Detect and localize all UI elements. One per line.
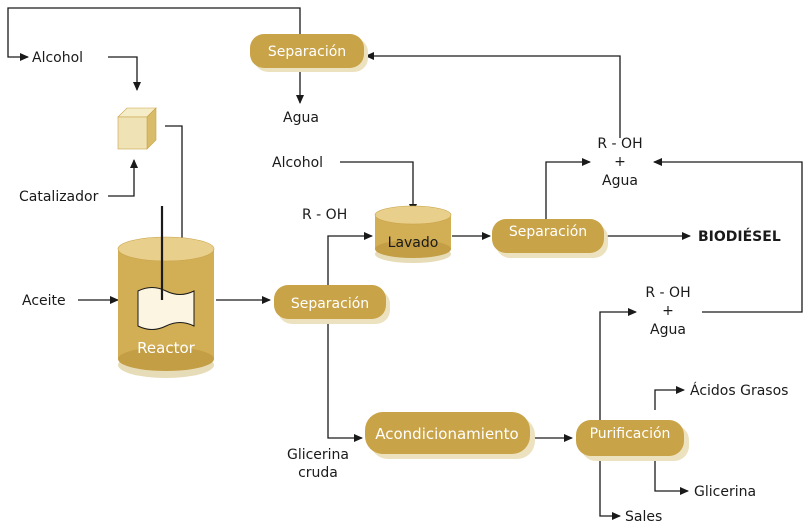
arrow-catalizador-to-mixer: [108, 159, 138, 197]
arrow-to-roh-agua-top: [545, 158, 591, 219]
label-acidos-grasos: Ácidos Grasos: [690, 382, 788, 399]
label-roh-top-right-3: Agua: [602, 173, 638, 189]
arrow-alcohol-to-mixer: [108, 56, 141, 91]
node-purificacion: Purificación: [576, 420, 689, 461]
node-separacion-top: Separación: [250, 34, 368, 72]
label-roh-bottom-right-1: R - OH: [645, 285, 690, 301]
label-glicerina-cruda-2: cruda: [298, 465, 338, 481]
label-roh-bottom-right-2: +: [662, 303, 674, 319]
label-roh-bottom-right-3: Agua: [650, 322, 686, 338]
arrow-separacion-to-acondicionamiento: [327, 318, 363, 442]
label-roh-left: R - OH: [302, 207, 347, 223]
lavado-cylinder: Lavado: [374, 205, 452, 263]
label-agua-top: Agua: [283, 110, 319, 126]
label-catalizador: Catalizador: [19, 189, 99, 205]
node-separacion-mid: Separación: [274, 285, 390, 324]
arrow-purificacion-to-roh: [599, 308, 637, 420]
separacion-top-label: Separación: [268, 44, 346, 60]
arrow-separacion-to-lavado: [327, 232, 373, 285]
label-glicerina-cruda-1: Glicerina: [287, 447, 349, 463]
arrow-roh-bottom-to-top: [653, 158, 803, 313]
mixer-cube-icon: [117, 107, 157, 150]
label-alcohol-mid: Alcohol: [272, 155, 323, 171]
arrow-to-sales: [599, 458, 621, 520]
arrow-to-acidos-grasos: [654, 386, 685, 410]
label-biodiesel: BIODIÉSEL: [698, 228, 781, 245]
label-aceite: Aceite: [22, 293, 66, 309]
purificacion-label: Purificación: [590, 426, 671, 442]
arrow-to-glicerina: [654, 458, 689, 495]
label-alcohol-top: Alcohol: [32, 50, 83, 66]
node-separacion-right: Separación: [492, 219, 608, 258]
label-glicerina: Glicerina: [694, 484, 756, 500]
separacion-right-label: Separación: [509, 224, 587, 240]
connectors: [7, 7, 803, 520]
lavado-label: Lavado: [388, 235, 439, 251]
node-acondicionamiento: Acondicionamiento: [365, 412, 535, 459]
label-roh-top-right-1: R - OH: [597, 136, 642, 152]
arrow-roh-to-separacion-top: [365, 52, 621, 138]
label-sales: Sales: [625, 509, 662, 523]
separacion-mid-label: Separación: [291, 296, 369, 312]
label-roh-top-right-2: +: [614, 154, 626, 170]
recycle-arrow-alcohol: [7, 7, 301, 61]
reactor-cylinder: Reactor: [117, 206, 215, 378]
arrow-mixer-to-reactor: [165, 125, 186, 266]
arrow-alcohol-to-lavado: [340, 161, 417, 213]
reactor-label: Reactor: [137, 339, 195, 357]
acondicionamiento-label: Acondicionamiento: [375, 425, 518, 443]
